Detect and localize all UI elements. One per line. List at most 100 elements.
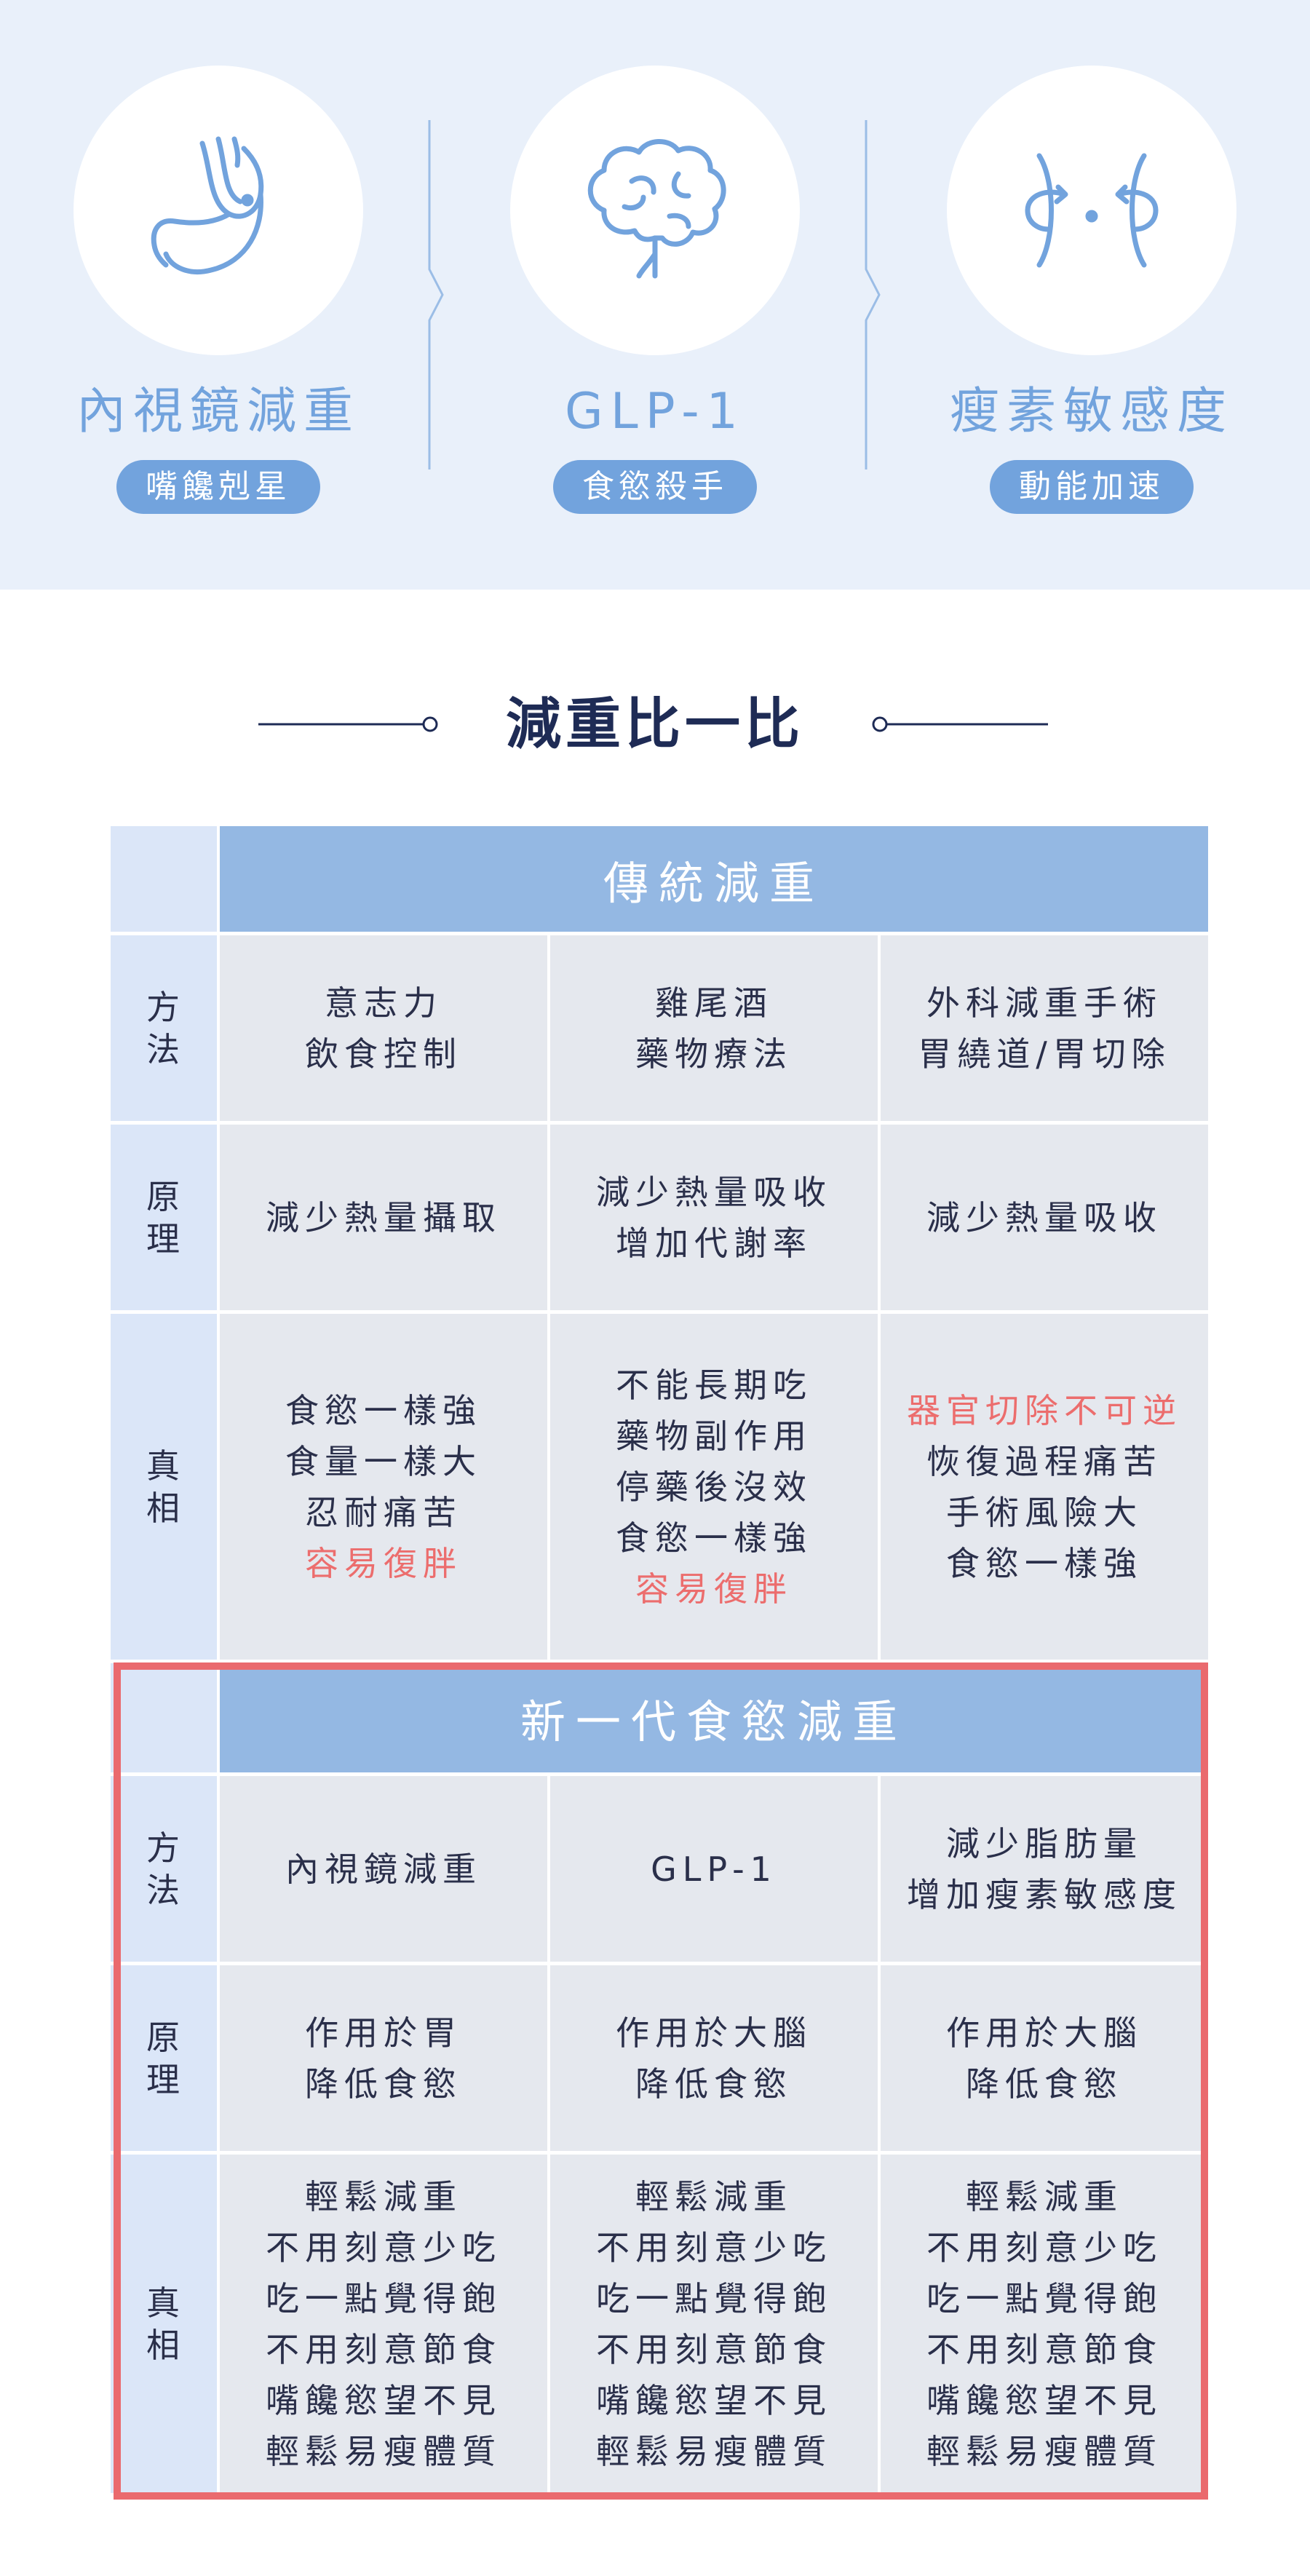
table-cell: 器官切除不可逆恢復過程痛苦手術風險大食慾一樣強: [881, 1314, 1208, 1660]
cell-line: 增加代謝率: [616, 1223, 812, 1263]
feature-glp1: GLP-1 食慾殺手: [509, 66, 801, 514]
cell-line: 降低食慾: [305, 2064, 462, 2104]
cell-line: 不能長期吃: [616, 1365, 812, 1405]
feature-icon-circle: [510, 66, 800, 355]
cell-line: 不用刻意節食: [266, 2329, 501, 2369]
section-band-title: 傳統減重: [220, 826, 1208, 932]
cell-line: 嘴饞慾望不見: [266, 2380, 501, 2420]
cell-line: 降低食慾: [635, 2064, 793, 2104]
table-cell: 意志力飲食控制: [220, 935, 547, 1121]
chevron-divider: [865, 120, 881, 469]
cell-line: 食慾一樣強: [946, 1543, 1143, 1583]
row-label-char: 相: [146, 2325, 181, 2365]
table-cell: 雞尾酒藥物療法: [550, 935, 878, 1121]
row-label: 原理: [111, 1965, 217, 2151]
feature-tag: 嘴饞剋星: [116, 460, 320, 514]
cell-line: 輕鬆減重: [305, 2176, 462, 2216]
cell-line: 吃一點覺得飽: [926, 2278, 1162, 2318]
row-label-char: 相: [146, 1488, 181, 1528]
cell-line: 減少熱量吸收: [926, 1197, 1162, 1237]
cell-line: 降低食慾: [966, 2064, 1123, 2104]
feature-band: 內視鏡減重 嘴饞剋星 GLP-1 食慾殺手: [0, 0, 1310, 590]
table-cell: 輕鬆減重不用刻意少吃吃一點覺得飽不用刻意節食嘴饞慾望不見輕鬆易瘦體質: [550, 2155, 878, 2493]
feature-icon-circle: [947, 66, 1236, 355]
table-cell: 作用於大腦降低食慾: [550, 1965, 878, 2151]
cell-line: 雞尾酒: [655, 983, 773, 1023]
page-title: 減重比一比: [506, 691, 804, 756]
cell-line: 忍耐痛苦: [305, 1492, 462, 1532]
cell-line: 作用於大腦: [946, 2013, 1143, 2053]
feature-name: GLP-1: [565, 383, 745, 440]
feature-tag: 食慾殺手: [553, 460, 757, 514]
cell-line: 停藥後沒效: [616, 1467, 812, 1507]
row-label-char: 方: [146, 987, 181, 1027]
table-cell: 食慾一樣強食量一樣大忍耐痛苦容易復胖: [220, 1314, 547, 1660]
row-label-char: 法: [146, 1029, 181, 1069]
cell-line: 輕鬆減重: [966, 2176, 1123, 2216]
cell-line: 器官切除不可逆: [907, 1390, 1182, 1430]
row-label: 真相: [111, 2155, 217, 2493]
cell-line: 食慾一樣強: [285, 1390, 482, 1430]
feature-endoscopy: 內視鏡減重 嘴饞剋星: [73, 66, 364, 514]
table-cell: 減少熱量吸收增加代謝率: [550, 1125, 878, 1310]
cell-line: 食慾一樣強: [616, 1518, 812, 1558]
table-cell: GLP-1: [550, 1776, 878, 1962]
row-label: 原理: [111, 1125, 217, 1310]
row-label: 方法: [111, 935, 217, 1121]
cell-line: 容易復胖: [635, 1569, 793, 1609]
row-label-char: 理: [146, 1218, 181, 1259]
cell-line: 不用刻意少吃: [596, 2227, 832, 2267]
cell-line: 恢復過程痛苦: [926, 1441, 1162, 1481]
section-heading: 減重比一比: [0, 684, 1310, 764]
cell-line: 減少熱量吸收: [596, 1172, 832, 1212]
table-cell: 作用於大腦降低食慾: [881, 1965, 1208, 2151]
cell-line: 吃一點覺得飽: [266, 2278, 501, 2318]
table-cell: 不能長期吃藥物副作用停藥後沒效食慾一樣強容易復胖: [550, 1314, 878, 1660]
cell-line: 輕鬆減重: [635, 2176, 793, 2216]
cell-line: 食量一樣大: [285, 1441, 482, 1481]
chevron-divider: [428, 120, 444, 469]
waist-icon: [1025, 153, 1159, 268]
feature-icon-circle: [74, 66, 363, 355]
cell-line: 減少熱量攝取: [266, 1197, 501, 1237]
cell-line: GLP-1: [651, 1849, 777, 1889]
cell-line: 不用刻意節食: [596, 2329, 832, 2369]
feature-leptin: 瘦素敏感度 動能加速: [946, 66, 1237, 514]
cell-line: 減少脂肪量: [946, 1823, 1143, 1863]
row-label-char: 真: [146, 1446, 181, 1486]
feature-tag: 動能加速: [990, 460, 1194, 514]
cell-line: 作用於胃: [305, 2013, 462, 2053]
row-label-char: 原: [146, 1176, 181, 1216]
row-label-char: 法: [146, 1870, 181, 1910]
cell-line: 不用刻意節食: [926, 2329, 1162, 2369]
feature-name: 內視鏡減重: [76, 383, 360, 440]
table-cell: 減少熱量吸收: [881, 1125, 1208, 1310]
cell-line: 輕鬆易瘦體質: [926, 2431, 1162, 2471]
cell-line: 容易復胖: [305, 1543, 462, 1583]
table-cell: 作用於胃降低食慾: [220, 1965, 547, 2151]
table-corner: [111, 826, 217, 932]
heading-line-right: [872, 716, 1048, 732]
cell-line: 作用於大腦: [616, 2013, 812, 2053]
row-label: 方法: [111, 1776, 217, 1962]
row-label-char: 原: [146, 2017, 181, 2057]
cell-line: 藥物副作用: [616, 1416, 812, 1456]
cell-line: 嘴饞慾望不見: [926, 2380, 1162, 2420]
cell-line: 吃一點覺得飽: [596, 2278, 832, 2318]
heading-line-left: [258, 716, 438, 732]
cell-line: 增加瘦素敏感度: [907, 1874, 1182, 1914]
table-cell: 輕鬆減重不用刻意少吃吃一點覺得飽不用刻意節食嘴饞慾望不見輕鬆易瘦體質: [220, 2155, 547, 2493]
cell-line: 藥物療法: [635, 1034, 793, 1074]
cell-line: 嘴饞慾望不見: [596, 2380, 832, 2420]
table-cell: 內視鏡減重: [220, 1776, 547, 1962]
cell-line: 外科減重手術: [926, 983, 1162, 1023]
brain-icon: [587, 139, 726, 279]
cell-line: 手術風險大: [946, 1492, 1143, 1532]
row-label-char: 方: [146, 1828, 181, 1868]
cell-line: 輕鬆易瘦體質: [596, 2431, 832, 2471]
row-label-char: 真: [146, 2283, 181, 2323]
row-label: 真相: [111, 1314, 217, 1660]
cell-line: 意志力: [325, 983, 442, 1023]
table-cell: 減少熱量攝取: [220, 1125, 547, 1310]
cell-line: 內視鏡減重: [285, 1849, 482, 1889]
